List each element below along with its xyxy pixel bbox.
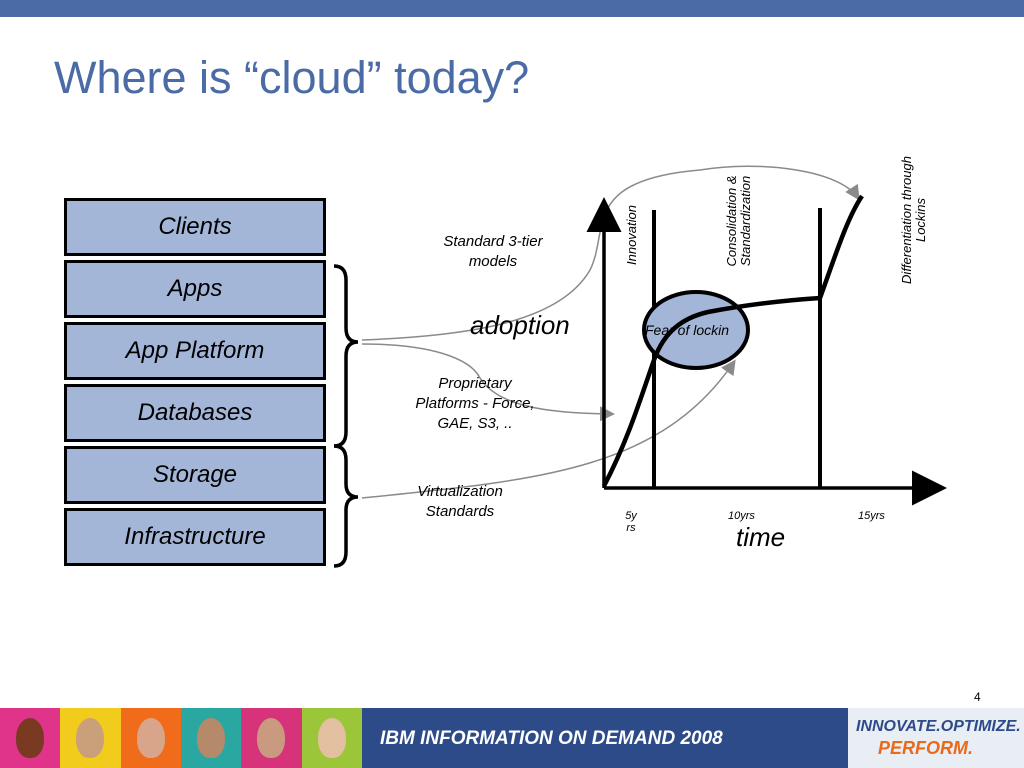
brand-logo: INNOVATE.OPTIMIZE. PERFORM. [848,708,1024,768]
layer-stack: Clients Apps App Platform Databases Stor… [64,198,326,570]
layer-clients: Clients [64,198,326,256]
label-proprietary: Proprietary Platforms - Force, GAE, S3, … [415,375,535,432]
tick-5yrs: 5y rs [625,510,637,534]
face-photo [60,708,121,768]
footer-banner: IBM INFORMATION ON DEMAND 2008 INNOVATE.… [0,708,1024,768]
face-photo [0,708,61,768]
face-photo [301,708,362,768]
face-photo [241,708,302,768]
label-standard-models: Standard 3-tier models [443,233,543,270]
tick-10yrs: 10yrs [728,510,755,522]
layer-databases: Databases [64,384,326,442]
face-photo [180,708,242,768]
phase-differentiation: Differentiation through Lockins [899,156,928,284]
layer-apps: Apps [64,260,326,318]
phase-innovation: Innovation [624,205,639,265]
page-number: 4 [974,690,981,704]
label-virtualization: Virtualization Standards [417,483,503,520]
top-accent-bar [0,0,1024,17]
adoption-curve [602,194,864,488]
label-fear-of-lockin: Fear of lockin [645,322,730,338]
lower-brace [333,444,359,568]
label-adoption: adoption [470,310,570,340]
upper-brace [333,264,359,448]
layer-storage: Storage [64,446,326,504]
arrow-proprietary [361,343,615,422]
label-time: time [736,522,786,552]
arrow-virtualization [361,359,736,499]
layer-infrastructure: Infrastructure [64,508,326,566]
faces-strip [0,708,362,768]
phase-consolidation: Consolidation & Standardization [724,175,753,267]
layer-app-platform: App Platform [64,322,326,380]
event-name: IBM INFORMATION ON DEMAND 2008 [380,728,723,749]
slide-title: Where is “cloud” today? [54,52,530,103]
tick-15yrs: 15yrs [858,510,885,522]
face-photo [120,708,181,768]
